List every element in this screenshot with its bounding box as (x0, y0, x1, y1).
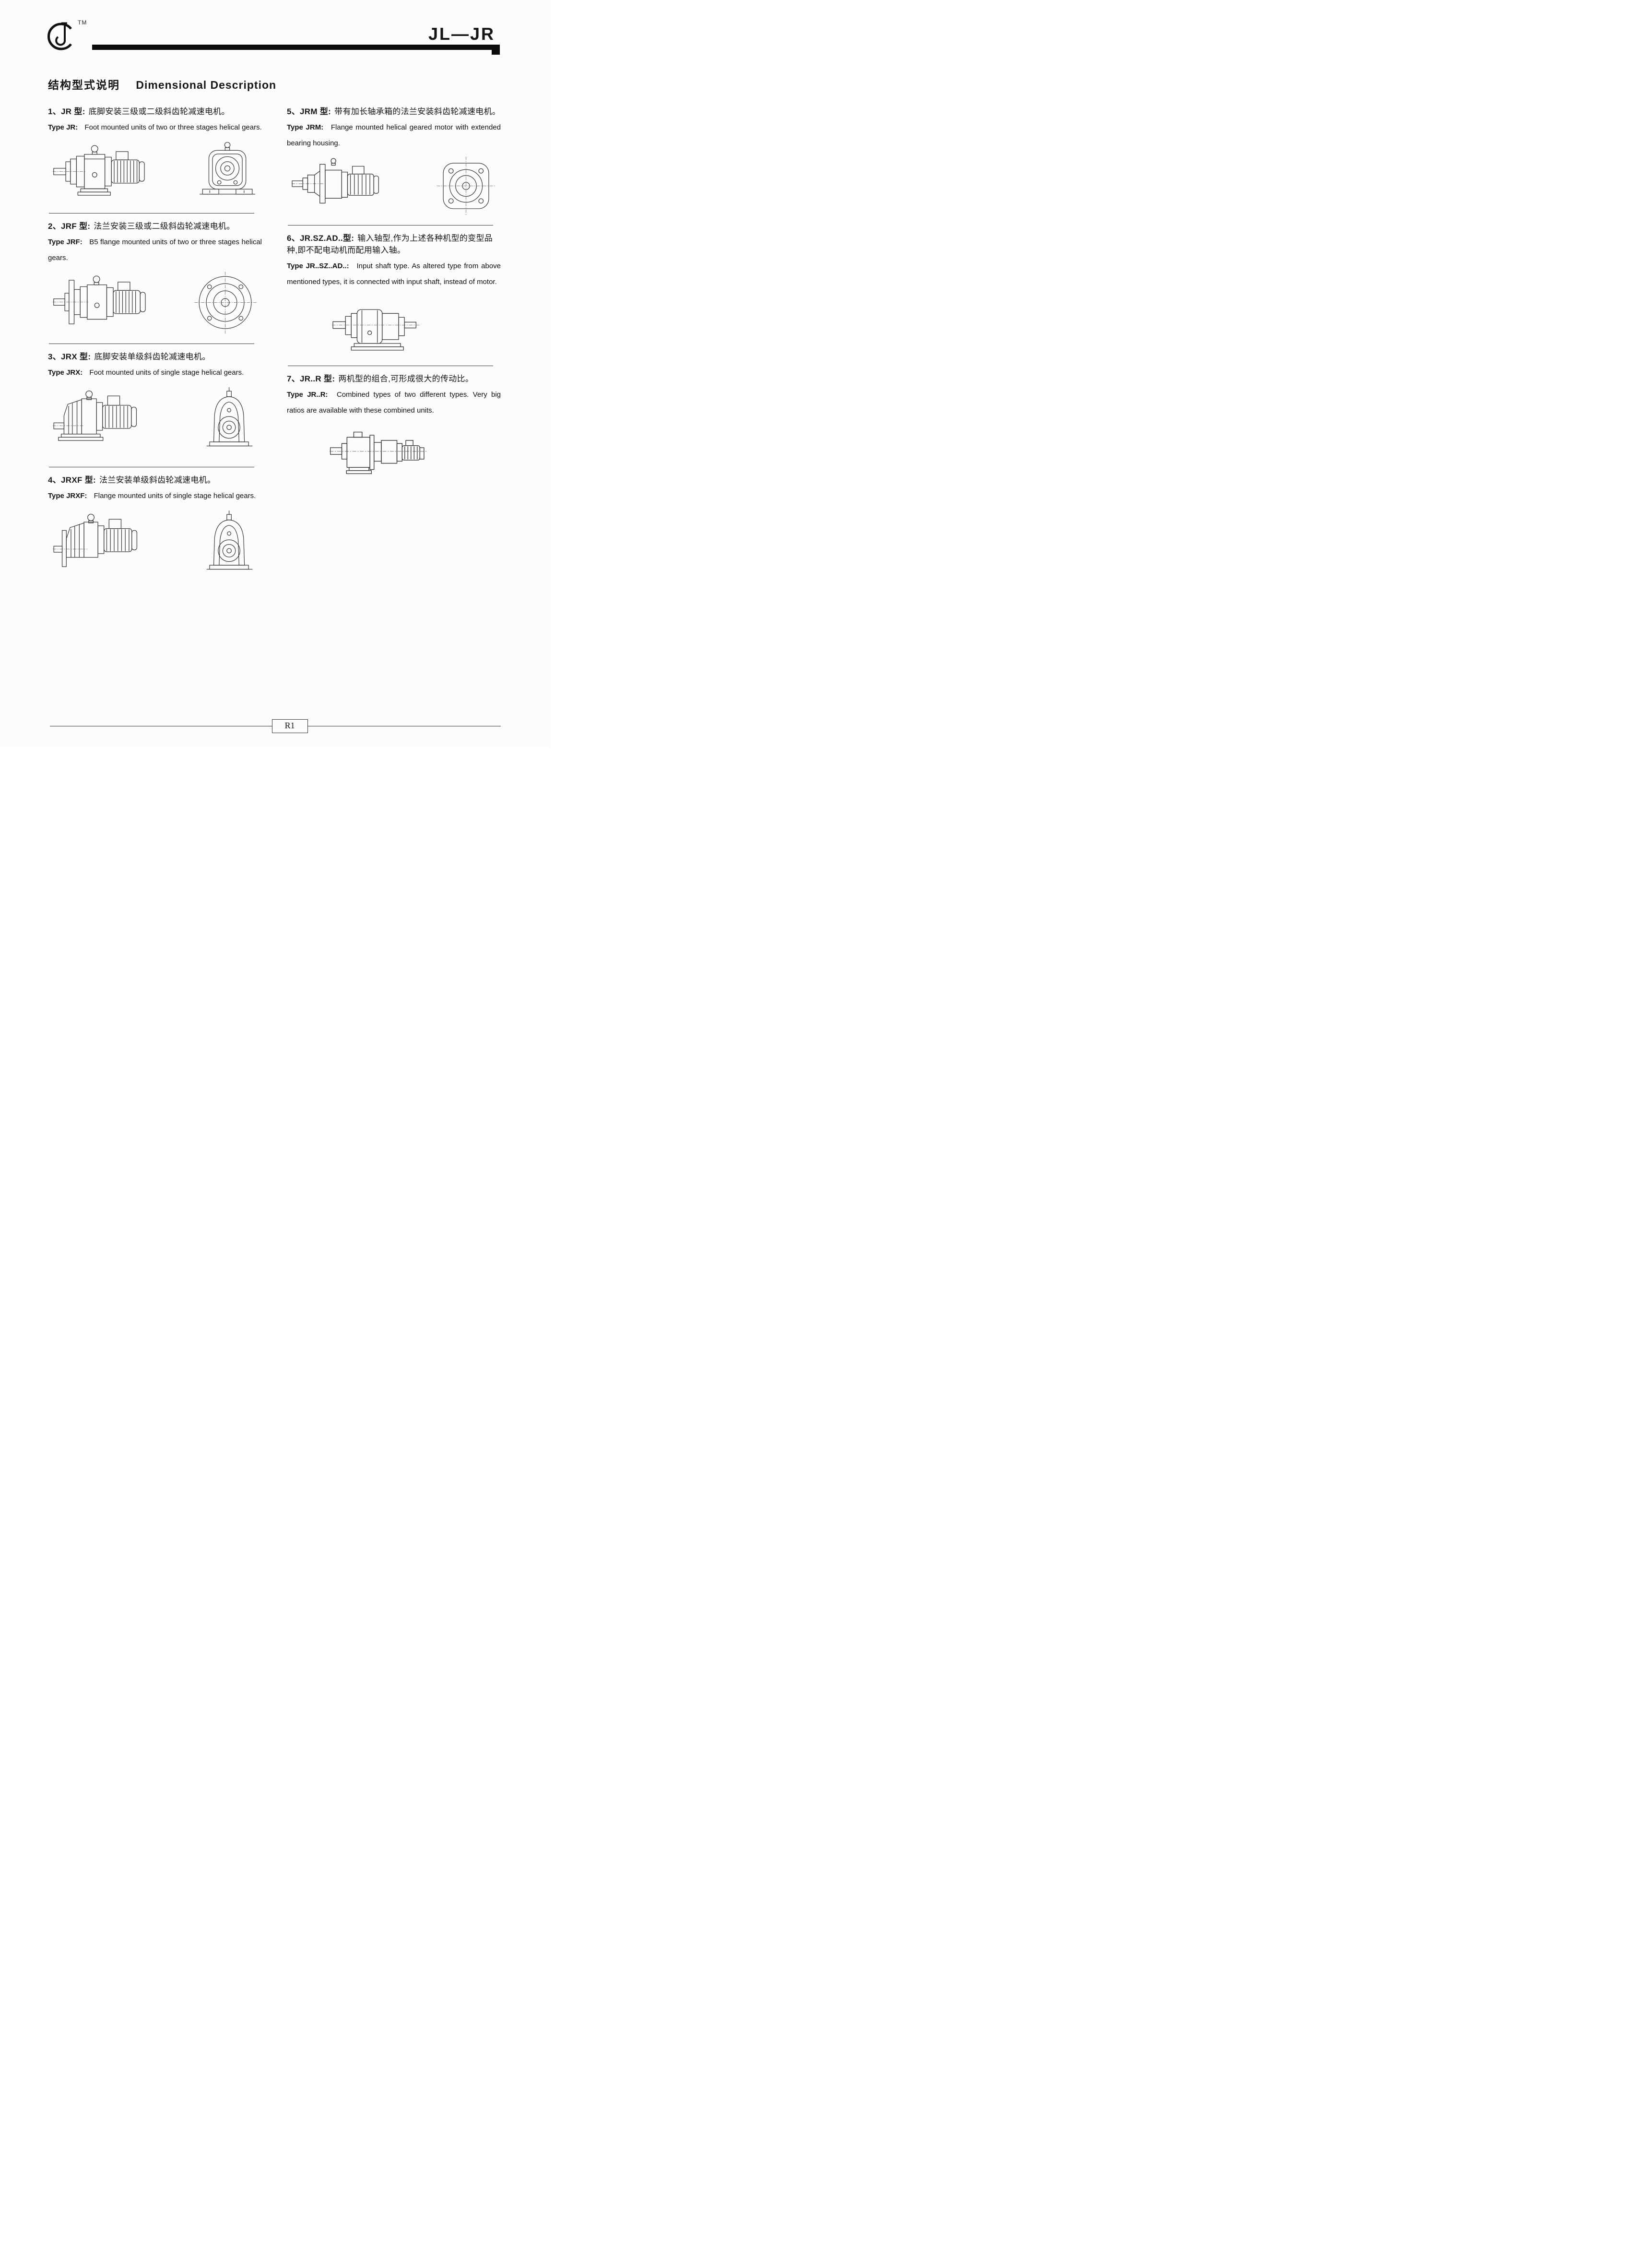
model-type-text: Flange mounted helical geared motor with… (287, 123, 501, 147)
page-number: R1 (271, 719, 308, 733)
model-heading: 7、JR..R 型: 两机型的组合,可形成很大的传动比。 (287, 372, 501, 384)
model-type-label: Type JRF: (48, 238, 83, 246)
figure-jr-sz-ad (287, 290, 501, 365)
entry-jr: 1、JR 型: 底脚安装三级或二级斜齿轮减速电机。 Type JR: Foot … (48, 105, 262, 214)
model-heading-label: 1、JR 型: (48, 107, 85, 116)
page-header: TM JL—JR (0, 0, 551, 61)
figure-jrf (48, 266, 262, 343)
page-title-model: JL—JR (428, 24, 495, 44)
model-heading: 2、JRF 型: 法兰安装三级或二级斜齿轮减速电机。 (48, 219, 262, 231)
model-heading-zh: 底脚安装三级或二级斜齿轮减速电机。 (88, 107, 230, 116)
model-heading-label: 7、JR..R 型: (287, 374, 335, 383)
figure-jrx (48, 380, 262, 466)
entry-jrxf: 4、JRXF 型: 法兰安装单级斜齿轮减速电机。 Type JRXF: Flan… (48, 473, 262, 589)
model-heading-zh: 两机型的组合,可形成很大的传动比。 (338, 374, 474, 383)
model-type-label: Type JRX: (48, 368, 83, 377)
model-type-text: B5 flange mounted units of two or three … (48, 238, 262, 262)
model-type-text: Input shaft type. As altered type from a… (287, 262, 501, 286)
model-heading-label: 4、JRXF 型: (48, 475, 96, 485)
figure-jrxf (48, 504, 262, 589)
model-type-label: Type JRXF: (48, 492, 87, 500)
model-description: Type JR..R: Combined types of two differ… (287, 387, 501, 418)
model-description: Type JR: Foot mounted units of two or th… (48, 119, 262, 135)
catalog-page: TM JL—JR 结构型式说明 Dimensional Description … (0, 0, 551, 748)
entry-jrx: 3、JRX 型: 底脚安装单级斜齿轮减速电机。 Type JRX: Foot m… (48, 350, 262, 467)
jrx-end-view-drawing (206, 387, 253, 447)
entry-jr-r: 7、JR..R 型: 两机型的组合,可形成很大的传动比。 Type JR..R:… (287, 372, 501, 491)
section-title-zh: 结构型式说明 (48, 79, 120, 91)
jrx-side-view-drawing (52, 391, 137, 441)
model-description: Type JRF: B5 flange mounted units of two… (48, 234, 262, 266)
model-heading-zh: 输入轴型,作为上述各种机型的变型品种,即不配电动机而配用输入轴。 (287, 234, 493, 255)
entry-jrm: 5、JRM 型: 带有加长轴承箱的法兰安装斜齿轮减速电机。 Type JRM: … (287, 105, 501, 225)
model-type-label: Type JR..R: (287, 391, 328, 399)
jrm-flange-view-drawing (437, 156, 496, 216)
model-description: Type JRM: Flange mounted helical geared … (287, 119, 501, 151)
brand-logo (45, 20, 79, 54)
trademark-label: TM (78, 19, 87, 26)
combined-unit-drawing (330, 431, 428, 475)
model-heading: 5、JRM 型: 带有加长轴承箱的法兰安装斜齿轮减速电机。 (287, 105, 501, 117)
model-type-label: Type JR: (48, 123, 78, 131)
section-title: 结构型式说明 Dimensional Description (48, 76, 551, 92)
jr-end-view-drawing (200, 142, 256, 195)
model-type-label: Type JRM: (287, 123, 324, 131)
model-heading-label: 3、JRX 型: (48, 352, 91, 361)
jrf-side-view-drawing (52, 275, 146, 324)
right-column: 5、JRM 型: 带有加长轴承箱的法兰安装斜齿轮减速电机。 Type JRM: … (287, 99, 501, 591)
header-right: JL—JR (92, 24, 500, 55)
model-type-text: Flange mounted units of single stage hel… (94, 492, 256, 500)
brand-logo-icon (47, 22, 72, 50)
model-heading-label: 5、JRM 型: (287, 107, 331, 116)
model-heading-zh: 带有加长轴承箱的法兰安装斜齿轮减速电机。 (334, 107, 501, 116)
entry-jrf: 2、JRF 型: 法兰安装三级或二级斜齿轮减速电机。 Type JRF: B5 … (48, 219, 262, 344)
figure-jr-r (287, 418, 501, 491)
entry-jr-sz-ad: 6、JR.SZ.AD..型: 输入轴型,作为上述各种机型的变型品种,即不配电动机… (287, 231, 501, 366)
section-title-en: Dimensional Description (136, 79, 277, 91)
content-columns: 1、JR 型: 底脚安装三级或二级斜齿轮减速电机。 Type JR: Foot … (0, 92, 551, 591)
jrf-flange-view-drawing (194, 272, 257, 334)
header-rule (92, 44, 500, 55)
model-heading-label: 6、JR.SZ.AD..型: (287, 234, 354, 243)
model-type-text: Foot mounted units of single stage helic… (89, 368, 244, 377)
model-type-text: Foot mounted units of two or three stage… (84, 123, 262, 131)
model-heading: 4、JRXF 型: 法兰安装单级斜齿轮减速电机。 (48, 473, 262, 485)
model-heading: 6、JR.SZ.AD..型: 输入轴型,作为上述各种机型的变型品种,即不配电动机… (287, 231, 501, 255)
model-description: Type JRXF: Flange mounted units of singl… (48, 488, 262, 504)
jrm-side-view-drawing (291, 158, 379, 204)
model-heading-zh: 底脚安装单级斜齿轮减速电机。 (94, 352, 211, 361)
jrxf-end-view-drawing (206, 510, 253, 570)
model-heading-zh: 法兰安装三级或二级斜齿轮减速电机。 (94, 222, 235, 231)
jr-side-view-drawing (52, 145, 145, 196)
figure-jr (48, 135, 262, 212)
page-footer: R1 (50, 719, 501, 733)
model-heading: 3、JRX 型: 底脚安装单级斜齿轮减速电机。 (48, 350, 262, 362)
model-heading: 1、JR 型: 底脚安装三级或二级斜齿轮减速电机。 (48, 105, 262, 117)
model-heading-zh: 法兰安装单级斜齿轮减速电机。 (99, 475, 216, 485)
section-divider (49, 213, 255, 214)
model-type-label: Type JR..SZ..AD..: (287, 262, 349, 270)
figure-jrm (287, 151, 501, 224)
model-description: Type JR..SZ..AD..: Input shaft type. As … (287, 258, 501, 290)
left-column: 1、JR 型: 底脚安装三级或二级斜齿轮减速电机。 Type JR: Foot … (48, 99, 262, 591)
jrxf-side-view-drawing (52, 514, 138, 567)
input-shaft-drawing (331, 309, 421, 351)
model-heading-label: 2、JRF 型: (48, 222, 91, 231)
model-description: Type JRX: Foot mounted units of single s… (48, 365, 262, 380)
model-type-text: Combined types of two different types. V… (287, 391, 501, 415)
